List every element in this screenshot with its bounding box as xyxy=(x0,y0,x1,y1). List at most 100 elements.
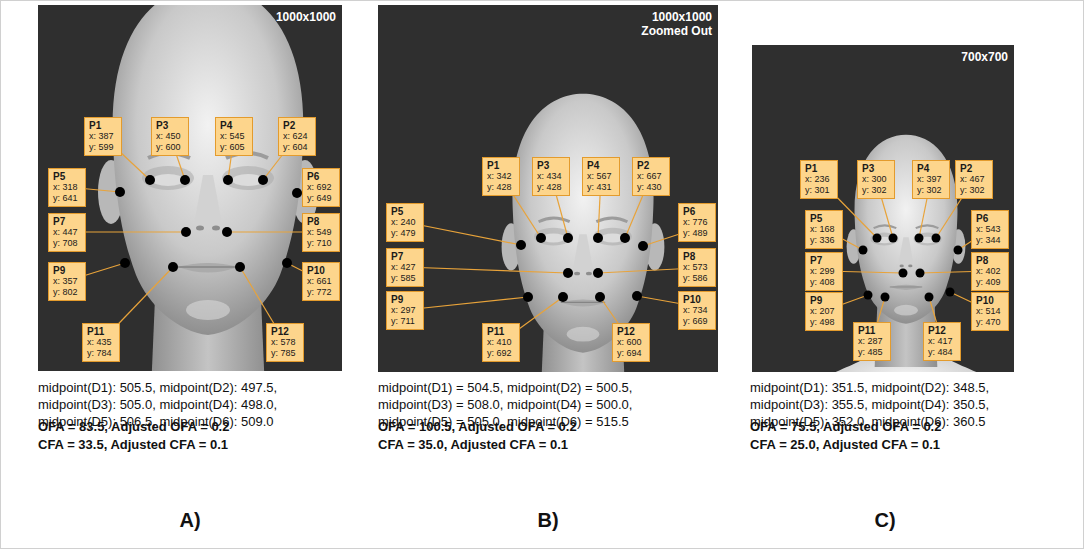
metric-result: OFA = 83.5, Adjusted OFA = 0.2 xyxy=(38,418,358,435)
head-render xyxy=(776,135,1014,372)
point-coordinate: y: 802 xyxy=(53,287,81,298)
resolution-text: 1000x1000 xyxy=(641,10,712,24)
landmark-callout: P1x: 342y: 428 xyxy=(482,157,520,196)
landmark-dot xyxy=(120,258,130,268)
landmark-dot xyxy=(889,234,898,243)
point-coordinate: y: 479 xyxy=(391,228,419,239)
point-coordinate: x: 240 xyxy=(391,217,419,228)
point-coordinate: x: 287 xyxy=(858,336,886,347)
point-name: P11 xyxy=(487,326,515,337)
landmark-callout: P6x: 543y: 344 xyxy=(971,210,1009,249)
head-render xyxy=(405,94,718,372)
point-coordinate: y: 772 xyxy=(307,287,335,298)
landmark-dot xyxy=(915,234,924,243)
point-coordinate: y: 428 xyxy=(537,182,565,193)
landmark-callout: P5x: 168y: 336 xyxy=(805,210,843,249)
landmark-callout: P7x: 447y: 708 xyxy=(48,213,86,252)
point-name: P10 xyxy=(307,265,335,276)
landmark-callout: P11x: 410y: 692 xyxy=(482,323,520,362)
point-name: P12 xyxy=(617,326,645,337)
point-name: P6 xyxy=(307,171,335,182)
landmark-callout: P4x: 545y: 605 xyxy=(215,117,253,156)
landmark-dot xyxy=(223,175,233,185)
landmark-dot xyxy=(595,292,605,302)
landmark-callout: P1x: 387y: 599 xyxy=(84,117,122,156)
point-name: P6 xyxy=(683,206,711,217)
landmark-dot xyxy=(632,291,642,301)
point-name: P2 xyxy=(960,163,988,174)
point-name: P3 xyxy=(537,160,565,171)
point-coordinate: x: 600 xyxy=(617,337,645,348)
point-coordinate: x: 467 xyxy=(960,174,988,185)
point-coordinate: y: 604 xyxy=(283,142,311,153)
landmark-callout: P3x: 434y: 428 xyxy=(532,157,570,196)
head-model xyxy=(776,135,1014,372)
point-coordinate: y: 344 xyxy=(976,235,1004,246)
point-coordinate: y: 708 xyxy=(53,238,81,249)
point-coordinate: x: 427 xyxy=(391,262,419,273)
render-panel: 1000x1000Zoomed OutP1x: 342y: 428 P3x: 43… xyxy=(378,5,718,372)
landmark-dot xyxy=(864,291,873,300)
point-coordinate: y: 489 xyxy=(683,228,711,239)
point-name: P4 xyxy=(220,120,248,131)
point-coordinate: x: 734 xyxy=(683,305,711,316)
resolution-text: Zoomed Out xyxy=(641,24,712,38)
point-coordinate: x: 318 xyxy=(53,182,81,193)
landmark-dot xyxy=(168,262,178,272)
landmark-callout: P2x: 667y: 430 xyxy=(632,157,670,196)
point-coordinate: y: 430 xyxy=(637,182,665,193)
landmark-dot xyxy=(282,258,292,268)
point-coordinate: x: 299 xyxy=(810,266,838,277)
point-name: P7 xyxy=(391,251,419,262)
landmark-dot xyxy=(292,188,302,198)
point-name: P5 xyxy=(53,171,81,182)
point-coordinate: x: 387 xyxy=(89,131,117,142)
landmark-dot xyxy=(859,246,868,255)
landmark-dot xyxy=(516,240,526,250)
landmark-callout: P4x: 567y: 431 xyxy=(582,157,620,196)
point-coordinate: x: 410 xyxy=(487,337,515,348)
point-name: P11 xyxy=(87,326,115,337)
point-coordinate: y: 641 xyxy=(53,193,81,204)
point-coordinate: y: 669 xyxy=(683,316,711,327)
landmark-dot xyxy=(899,269,908,278)
resolution-tag: 1000x1000Zoomed Out xyxy=(641,10,712,38)
point-name: P7 xyxy=(810,255,838,266)
point-coordinate: x: 434 xyxy=(537,171,565,182)
point-name: P8 xyxy=(976,255,1004,266)
landmark-dot xyxy=(258,175,268,185)
head-model xyxy=(38,5,342,371)
resolution-tag: 700x700 xyxy=(961,50,1008,64)
point-coordinate: y: 302 xyxy=(917,185,945,196)
landmark-callout: P10x: 661y: 772 xyxy=(302,262,340,301)
point-coordinate: x: 692 xyxy=(307,182,335,193)
point-coordinate: y: 600 xyxy=(156,142,184,153)
landmark-dot xyxy=(925,293,934,302)
point-coordinate: x: 447 xyxy=(53,227,81,238)
landmark-dot xyxy=(115,187,125,197)
point-coordinate: x: 435 xyxy=(87,337,115,348)
point-coordinate: y: 408 xyxy=(810,277,838,288)
landmark-callout: P9x: 297y: 711 xyxy=(386,291,424,330)
landmark-callout: P7x: 299y: 408 xyxy=(805,252,843,291)
point-coordinate: x: 573 xyxy=(683,262,711,273)
point-coordinate: x: 545 xyxy=(220,131,248,142)
landmark-callout: P10x: 514y: 470 xyxy=(971,292,1009,331)
point-name: P5 xyxy=(391,206,419,217)
landmark-callout: P10x: 734y: 669 xyxy=(678,291,716,330)
landmark-callout: P8x: 549y: 710 xyxy=(302,213,340,252)
point-coordinate: y: 649 xyxy=(307,193,335,204)
landmark-dot xyxy=(536,233,546,243)
landmark-callout: P2x: 624y: 604 xyxy=(278,117,316,156)
point-coordinate: x: 402 xyxy=(976,266,1004,277)
point-coordinate: y: 336 xyxy=(810,235,838,246)
landmark-callout: P8x: 402y: 409 xyxy=(971,252,1009,291)
head-render xyxy=(38,5,342,371)
landmark-dot xyxy=(593,233,603,243)
point-name: P7 xyxy=(53,216,81,227)
point-coordinate: y: 599 xyxy=(89,142,117,153)
landmark-dot xyxy=(180,175,190,185)
point-coordinate: y: 585 xyxy=(391,273,419,284)
landmark-dot xyxy=(235,262,245,272)
